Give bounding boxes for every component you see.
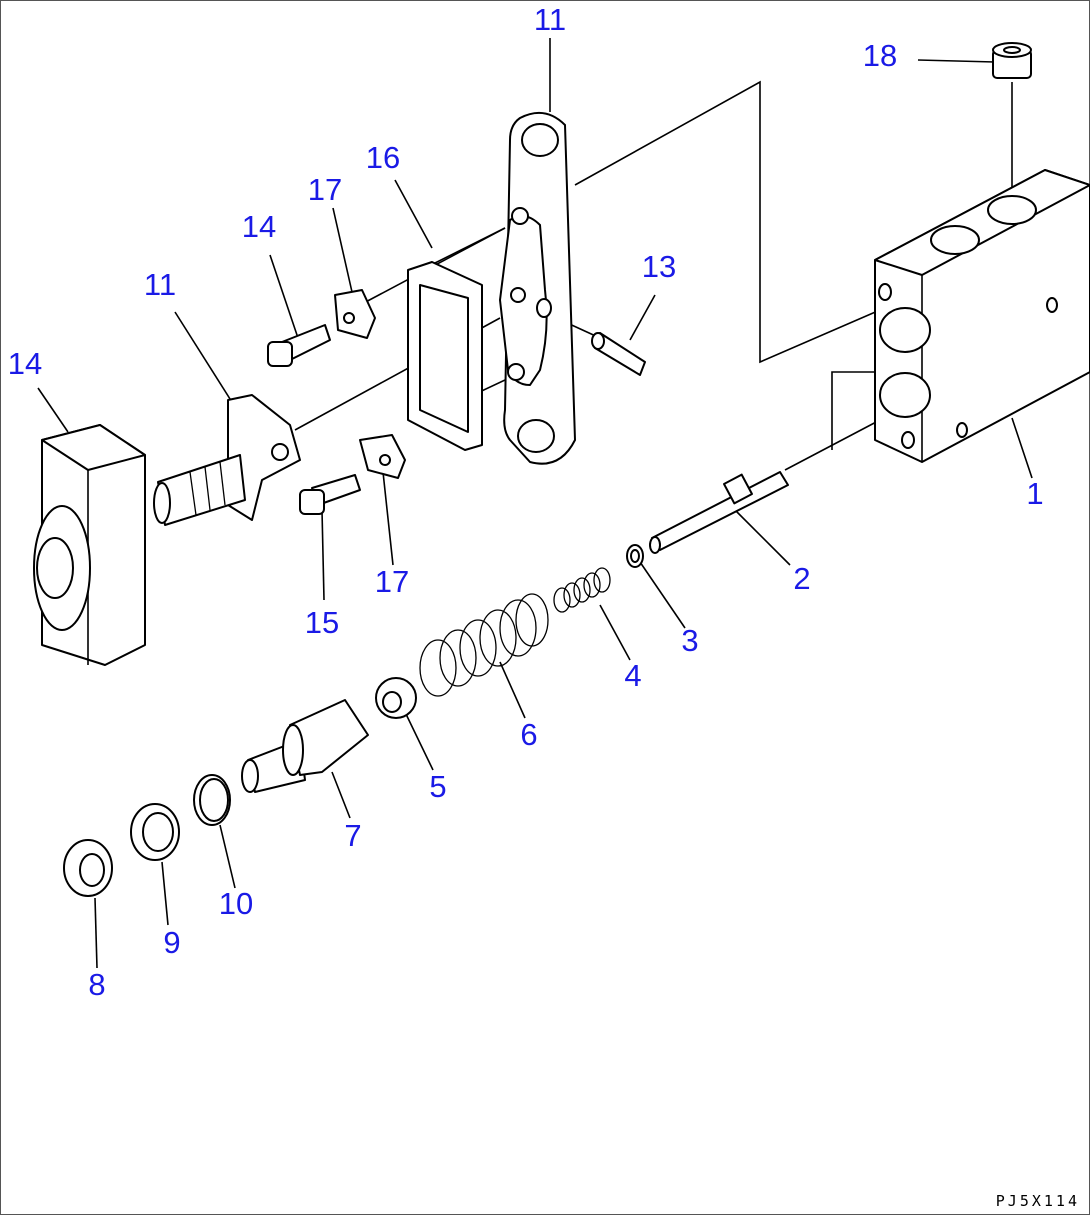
plug-part-18 <box>992 42 1032 79</box>
washer-part-17-lower <box>359 434 406 479</box>
callout-5: 5 <box>429 769 446 804</box>
bolt-part-15-lower <box>299 474 361 515</box>
lever-part-11 <box>153 394 301 526</box>
callout-18: 18 <box>863 38 897 73</box>
callout-1: 1 <box>1026 476 1043 511</box>
callout-9: 9 <box>163 925 180 960</box>
seat-part-5 <box>375 677 417 719</box>
callout-8: 8 <box>88 967 105 1002</box>
leader-lines <box>37 38 1033 969</box>
callout-15-lower: 15 <box>305 605 339 640</box>
callout-2: 2 <box>793 561 810 596</box>
callout-4: 4 <box>624 658 641 693</box>
callout-11: 11 <box>144 267 176 302</box>
callout-16: 16 <box>366 140 400 175</box>
washer-part-8 <box>63 839 113 897</box>
ring-part-9 <box>130 803 180 861</box>
spool-part-2 <box>649 471 789 554</box>
callout-7: 7 <box>344 818 361 853</box>
callout-15-upper: 14 <box>242 209 276 244</box>
valve-body-part-1 <box>874 169 1090 463</box>
callout-6: 6 <box>520 717 537 752</box>
bolt-part-15-upper <box>267 324 331 367</box>
ring-part-3 <box>626 544 644 568</box>
piston-part-7 <box>241 699 369 793</box>
spring-part-6 <box>419 593 549 697</box>
callout-3: 3 <box>681 623 698 658</box>
drawing-code: PJ5X114 <box>996 1192 1080 1210</box>
callout-17-upper: 17 <box>308 172 342 207</box>
callout-10: 10 <box>219 886 253 921</box>
cover-part-16 <box>407 261 483 451</box>
o-ring-part-10 <box>193 774 231 826</box>
cap-part-14 <box>33 424 146 666</box>
spring-part-4 <box>553 567 611 613</box>
callout-14: 14 <box>8 346 42 381</box>
callout-12: 11 <box>534 2 566 37</box>
washer-part-17-upper <box>334 289 376 339</box>
callout-labels: 11 18 16 17 14 13 11 14 1 2 17 15 3 4 6 … <box>8 2 1044 1002</box>
callout-17-lower: 17 <box>375 564 409 599</box>
plate-part-12 <box>499 111 576 465</box>
callout-13: 13 <box>642 249 676 284</box>
pin-part-13 <box>591 332 646 376</box>
